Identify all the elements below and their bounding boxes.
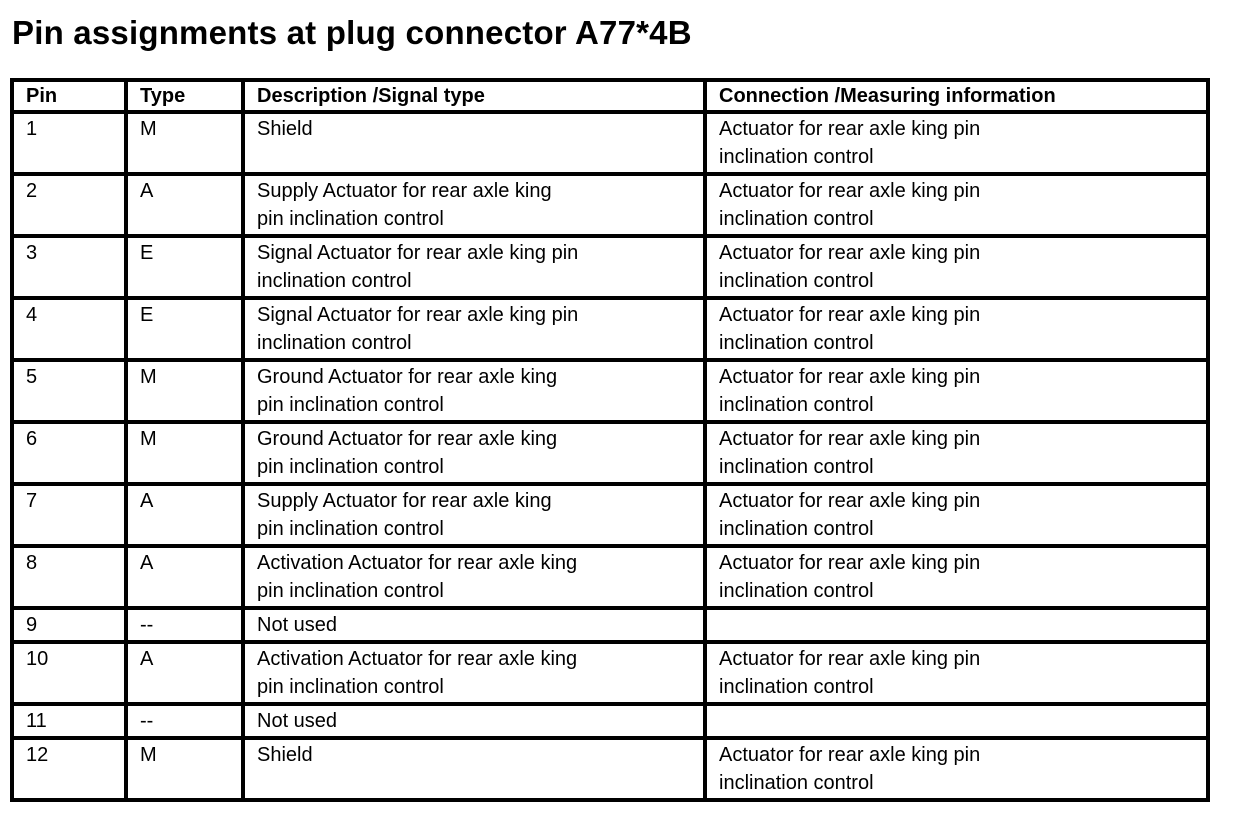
cell-description: Signal Actuator for rear axle king pin i… bbox=[241, 296, 707, 362]
cell-pin: 3 bbox=[10, 234, 128, 300]
table-row: 8 A Activation Actuator for rear axle ki… bbox=[10, 544, 1210, 610]
cell-connection bbox=[703, 702, 1210, 740]
cell-type: A bbox=[124, 544, 245, 610]
table-row: 1 M Shield Actuator for rear axle king p… bbox=[10, 110, 1210, 176]
cell-type: E bbox=[124, 296, 245, 362]
table-row: 11 -- Not used bbox=[10, 702, 1210, 740]
cell-connection bbox=[703, 606, 1210, 644]
cell-type: M bbox=[124, 110, 245, 176]
cell-pin: 4 bbox=[10, 296, 128, 362]
column-header-connection: Connection /Measuring information bbox=[703, 78, 1210, 114]
cell-pin: 12 bbox=[10, 736, 128, 802]
cell-pin: 8 bbox=[10, 544, 128, 610]
cell-connection: Actuator for rear axle king pin inclinat… bbox=[703, 736, 1210, 802]
cell-pin: 6 bbox=[10, 420, 128, 486]
cell-description: Ground Actuator for rear axle king pin i… bbox=[241, 358, 707, 424]
cell-type: -- bbox=[124, 702, 245, 740]
cell-type: M bbox=[124, 736, 245, 802]
cell-description: Not used bbox=[241, 702, 707, 740]
cell-description: Activation Actuator for rear axle king p… bbox=[241, 640, 707, 706]
cell-connection: Actuator for rear axle king pin inclinat… bbox=[703, 482, 1210, 548]
cell-pin: 5 bbox=[10, 358, 128, 424]
cell-description: Signal Actuator for rear axle king pin i… bbox=[241, 234, 707, 300]
cell-description: Ground Actuator for rear axle king pin i… bbox=[241, 420, 707, 486]
cell-connection: Actuator for rear axle king pin inclinat… bbox=[703, 234, 1210, 300]
cell-description: Shield bbox=[241, 736, 707, 802]
cell-pin: 1 bbox=[10, 110, 128, 176]
cell-pin: 11 bbox=[10, 702, 128, 740]
cell-description: Activation Actuator for rear axle king p… bbox=[241, 544, 707, 610]
cell-type: M bbox=[124, 420, 245, 486]
table-header-row: Pin Type Description /Signal type Connec… bbox=[10, 78, 1210, 114]
cell-connection: Actuator for rear axle king pin inclinat… bbox=[703, 420, 1210, 486]
table-row: 6 M Ground Actuator for rear axle king p… bbox=[10, 420, 1210, 486]
cell-pin: 10 bbox=[10, 640, 128, 706]
cell-type: A bbox=[124, 172, 245, 238]
cell-connection: Actuator for rear axle king pin inclinat… bbox=[703, 544, 1210, 610]
pin-assignment-table: Pin Type Description /Signal type Connec… bbox=[10, 78, 1210, 802]
cell-connection: Actuator for rear axle king pin inclinat… bbox=[703, 296, 1210, 362]
table-row: 7 A Supply Actuator for rear axle king p… bbox=[10, 482, 1210, 548]
cell-connection: Actuator for rear axle king pin inclinat… bbox=[703, 110, 1210, 176]
cell-description: Not used bbox=[241, 606, 707, 644]
cell-description: Supply Actuator for rear axle king pin i… bbox=[241, 482, 707, 548]
page-title: Pin assignments at plug connector A77*4B bbox=[12, 14, 692, 51]
table-row: 9 -- Not used bbox=[10, 606, 1210, 644]
cell-type: A bbox=[124, 640, 245, 706]
cell-description: Shield bbox=[241, 110, 707, 176]
table-row: 4 E Signal Actuator for rear axle king p… bbox=[10, 296, 1210, 362]
column-header-type: Type bbox=[124, 78, 245, 114]
cell-type: -- bbox=[124, 606, 245, 644]
cell-connection: Actuator for rear axle king pin inclinat… bbox=[703, 358, 1210, 424]
table-row: 3 E Signal Actuator for rear axle king p… bbox=[10, 234, 1210, 300]
cell-pin: 7 bbox=[10, 482, 128, 548]
cell-type: E bbox=[124, 234, 245, 300]
column-header-pin: Pin bbox=[10, 78, 128, 114]
cell-type: M bbox=[124, 358, 245, 424]
cell-type: A bbox=[124, 482, 245, 548]
column-header-description: Description /Signal type bbox=[241, 78, 707, 114]
table-row: 5 M Ground Actuator for rear axle king p… bbox=[10, 358, 1210, 424]
cell-connection: Actuator for rear axle king pin inclinat… bbox=[703, 172, 1210, 238]
cell-description: Supply Actuator for rear axle king pin i… bbox=[241, 172, 707, 238]
table-row: 12 M Shield Actuator for rear axle king … bbox=[10, 736, 1210, 802]
cell-connection: Actuator for rear axle king pin inclinat… bbox=[703, 640, 1210, 706]
table-row: 2 A Supply Actuator for rear axle king p… bbox=[10, 172, 1210, 238]
table-body: 1 M Shield Actuator for rear axle king p… bbox=[10, 110, 1210, 802]
table-row: 10 A Activation Actuator for rear axle k… bbox=[10, 640, 1210, 706]
cell-pin: 2 bbox=[10, 172, 128, 238]
cell-pin: 9 bbox=[10, 606, 128, 644]
